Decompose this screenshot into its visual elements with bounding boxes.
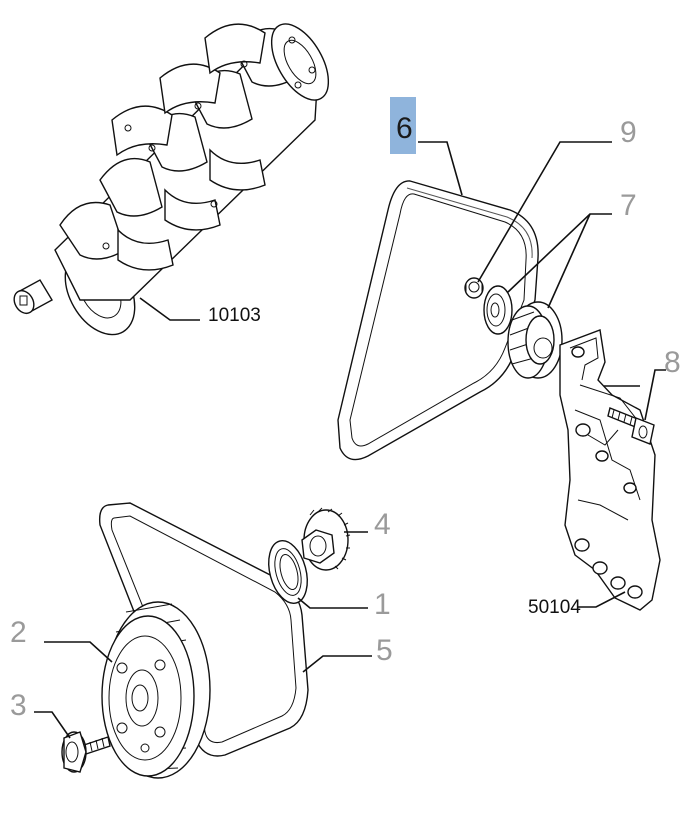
leader-lines	[34, 141, 666, 739]
selected-part-highlight	[390, 97, 416, 154]
idler-washer-part[interactable]	[483, 285, 513, 335]
callout-8-label[interactable]: 8	[664, 346, 681, 379]
idler-pulley-part[interactable]	[507, 301, 563, 379]
mounting-bracket-part[interactable]	[559, 329, 661, 611]
callout-9-label[interactable]: 9	[620, 116, 637, 149]
callout-5-label[interactable]: 5	[376, 634, 393, 667]
upper-bolt-part[interactable]	[607, 407, 655, 445]
callout-2-label[interactable]: 2	[10, 616, 27, 649]
callout-10103-label[interactable]: 10103	[208, 305, 261, 326]
crankshaft-part[interactable]	[10, 15, 340, 347]
oil-seal-part[interactable]	[262, 536, 313, 607]
timing-gear-part[interactable]	[301, 507, 351, 571]
plug-part[interactable]	[464, 277, 484, 299]
callout-1-label[interactable]: 1	[374, 588, 391, 621]
lower-bolt-part[interactable]	[61, 731, 111, 773]
callout-4-label[interactable]: 4	[374, 508, 391, 541]
callout-7-label[interactable]: 7	[620, 189, 637, 222]
crank-pulley-part[interactable]	[101, 601, 211, 779]
callout-3-label[interactable]: 3	[10, 689, 27, 722]
callout-6-label[interactable]: 6	[396, 112, 413, 145]
callout-50104-label[interactable]: 50104	[528, 597, 581, 618]
upper-belt-part[interactable]	[337, 180, 539, 461]
